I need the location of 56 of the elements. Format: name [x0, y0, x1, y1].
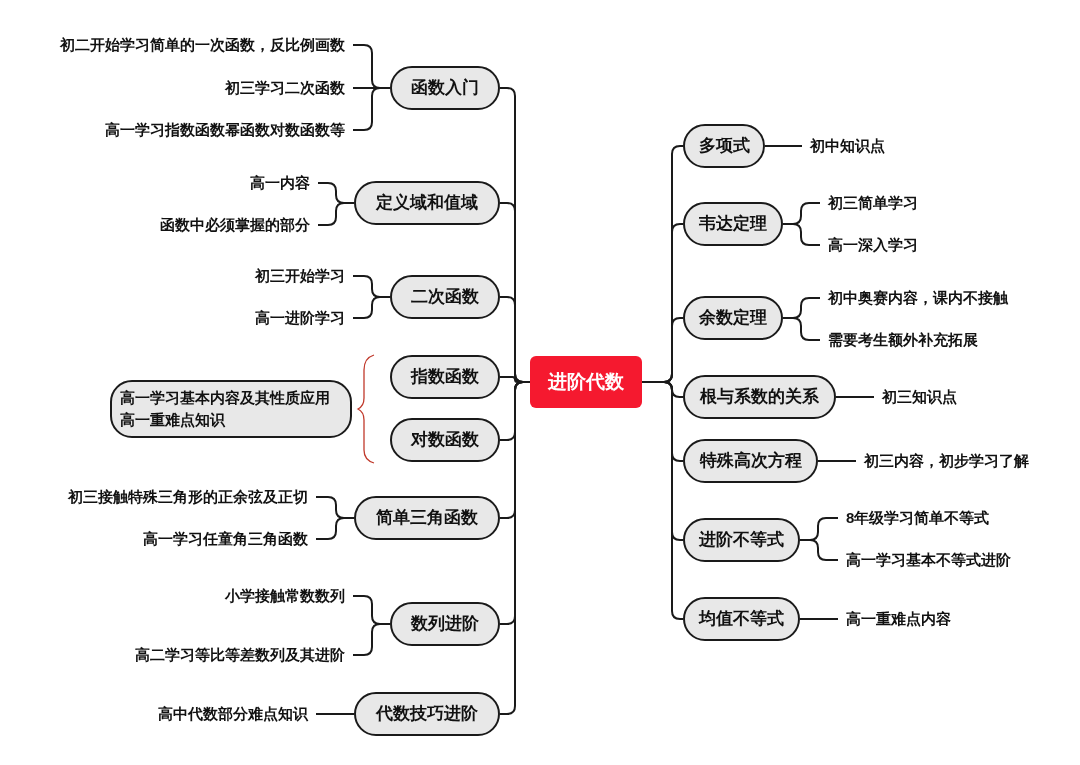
connector-line [315, 713, 355, 715]
topic-box: 余数定理 [683, 296, 783, 340]
connector-line [352, 623, 391, 656]
leaf-text: 初三接触特殊三角形的正余弦及正切 [68, 487, 308, 507]
leaf-text: 初三内容，初步学习了解 [864, 451, 1029, 471]
connector-line [641, 381, 684, 620]
root-box: 进阶代数 [530, 356, 642, 408]
connector-line [782, 223, 821, 246]
leaf-text: 高一进阶学习 [255, 308, 345, 328]
leaf-text: 高一学习指数函数幂函数对数函数等 [105, 120, 345, 140]
topic-box: 数列进阶 [390, 602, 500, 646]
connector-line [317, 202, 355, 226]
topic-box: 指数函数 [390, 355, 500, 399]
topic-box: 进阶不等式 [683, 518, 800, 562]
connector-line [799, 618, 839, 620]
topic-box: 代数技巧进阶 [354, 692, 500, 736]
topic-box: 函数入门 [390, 66, 500, 110]
leaf-text: 高一内容 [250, 173, 310, 193]
leaf-text: 高一学习任童角三角函数 [143, 529, 308, 549]
leaf-text: 初三学习二次函数 [225, 78, 345, 98]
topic-box: 特殊高次方程 [683, 439, 818, 483]
note-box [110, 380, 352, 438]
topic-box: 二次函数 [390, 275, 500, 319]
leaf-text: 初二开始学习简单的一次函数，反比例画数 [60, 35, 345, 55]
leaf-text: 小学接触常数数列 [225, 586, 345, 606]
topic-box: 多项式 [683, 124, 765, 168]
leaf-text: 高一重难点内容 [846, 609, 951, 629]
connector-line [835, 396, 875, 398]
leaf-text: 初三知识点 [882, 387, 957, 407]
connector-line [817, 460, 857, 462]
leaf-text: 高一学习基本不等式进阶 [846, 550, 1011, 570]
leaf-text: 初中奥赛内容，课内不接触 [828, 288, 1008, 308]
topic-box: 均值不等式 [683, 597, 800, 641]
leaf-text: 初三开始学习 [255, 266, 345, 286]
leaf-text: 函数中必须掌握的部分 [160, 215, 310, 235]
topic-box: 对数函数 [390, 418, 500, 462]
topic-box: 根与系数的关系 [683, 375, 836, 419]
topic-box: 简单三角函数 [354, 496, 500, 540]
connector-line [782, 317, 821, 341]
leaf-text: 高中代数部分难点知识 [158, 704, 308, 724]
leaf-text: 需要考生额外补充拓展 [828, 330, 978, 350]
topic-box: 韦达定理 [683, 202, 783, 246]
note-text: 高一重难点知识 [120, 410, 226, 430]
leaf-text: 初中知识点 [810, 136, 885, 156]
note-text: 高一学习基本内容及其性质应用 [120, 388, 331, 408]
connector-line [315, 517, 355, 540]
leaf-text: 初三简单学习 [828, 193, 918, 213]
connector-line [799, 539, 839, 561]
topic-box: 定义域和值域 [354, 181, 500, 225]
connector-line [352, 296, 391, 319]
connector-line [499, 381, 531, 715]
connector-line [352, 87, 391, 131]
connector-line [764, 145, 803, 147]
leaf-text: 8年级学习简单不等式 [846, 508, 990, 528]
leaf-text: 高一深入学习 [828, 235, 918, 255]
leaf-text: 高二学习等比等差数列及其进阶 [135, 645, 345, 665]
